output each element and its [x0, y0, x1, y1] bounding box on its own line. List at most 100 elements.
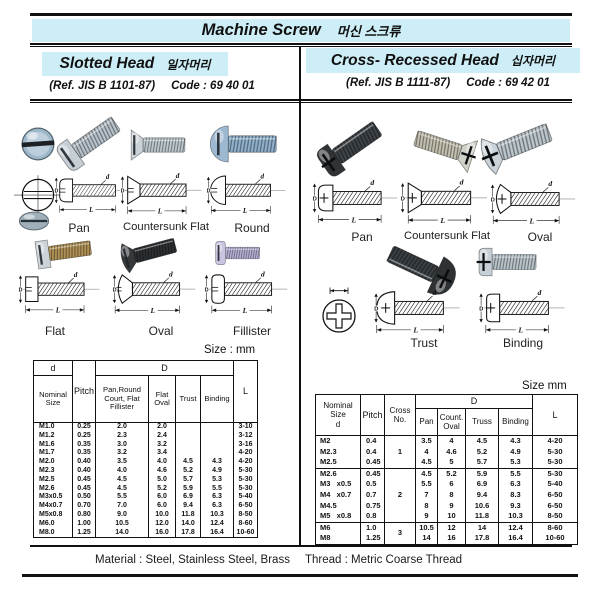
- table-cell: 6: [437, 479, 466, 490]
- table-cell: 2.4: [148, 431, 176, 441]
- table-cell: 6.9: [175, 493, 201, 503]
- table-cell: 10: [437, 511, 466, 523]
- table-cell: 9: [437, 500, 466, 512]
- col-header-trust: Trust: [175, 375, 201, 423]
- svg-text:D: D: [401, 196, 405, 202]
- table-cell: 10.3: [200, 510, 234, 520]
- title-text: Machine Screw: [201, 21, 321, 39]
- svg-text:d: d: [548, 179, 552, 188]
- table-cell: 6-50: [233, 502, 258, 511]
- table-cell: 1.25: [360, 533, 385, 545]
- svg-text:d: d: [106, 174, 110, 181]
- figure-left-round-label: Round: [234, 221, 270, 235]
- table-cell: 5.7: [175, 475, 201, 485]
- table-cell: 3.2: [95, 449, 149, 459]
- table-cell: 0.70: [72, 502, 96, 511]
- table-cell: 5.9: [465, 467, 499, 480]
- table-cell: 5.5: [415, 479, 438, 490]
- table-cell: 11.8: [465, 511, 499, 523]
- figure-right-binding-label: Binding: [502, 336, 544, 350]
- table-cell: 4.0: [148, 458, 176, 467]
- svg-text:d: d: [261, 270, 265, 279]
- right-size-note: Size mm: [522, 380, 567, 392]
- table-cell: 12.4: [200, 519, 234, 529]
- figure-right-cross-front-view-drawing: [314, 284, 364, 338]
- figure-right-pan-label: Pan: [351, 230, 373, 244]
- col-header-L: L: [233, 360, 258, 423]
- table-cell: 0.4: [360, 434, 385, 447]
- cross-recessed-table: Nominal Size d Pitch Cross No. D L Pan C…: [315, 394, 578, 545]
- svg-text:D: D: [313, 196, 317, 202]
- table-cell: 3-10: [233, 422, 258, 432]
- svg-text:D: D: [491, 197, 495, 203]
- table-cell: 10-60: [233, 528, 258, 538]
- col-header-cross-no: Cross No.: [384, 394, 416, 436]
- table-cell: 6.0: [148, 493, 176, 503]
- table-cell: M6: [315, 521, 361, 534]
- figure-left-flat-label: Flat: [44, 324, 66, 338]
- table-cell: [175, 449, 201, 459]
- table-cell: 2.3: [95, 431, 149, 441]
- footer-material: Material : Steel, Stainless Steel, Brass: [95, 554, 290, 566]
- svg-text:L: L: [157, 208, 163, 216]
- table-cell: 4.3: [498, 434, 533, 447]
- table-cell: 7: [415, 489, 438, 501]
- right-heading-text: Cross- Recessed Head: [330, 51, 499, 69]
- col-header-pan: Pan: [415, 408, 438, 436]
- table-cell: M4.5: [315, 500, 361, 512]
- table-cell: [175, 422, 201, 432]
- table-cell: 3.2: [148, 440, 176, 450]
- svg-text:d: d: [460, 178, 464, 187]
- table-cell: 6.9: [465, 479, 499, 490]
- table-cell: 4.5: [95, 475, 149, 485]
- svg-text:d: d: [169, 270, 173, 279]
- table-cell: 6-50: [532, 500, 578, 512]
- table-cell: 5.2: [437, 467, 466, 480]
- table-cell: M2.6: [33, 484, 73, 494]
- table-cell: 5.3: [200, 475, 234, 485]
- table-cell: 4.9: [200, 466, 234, 476]
- col-header-flat-oval: Flat Oval: [148, 375, 176, 423]
- table-cell: 9.4: [465, 489, 499, 501]
- table-cell: 4.3: [200, 458, 234, 467]
- table-cell: 0.7: [360, 489, 385, 501]
- figure-left-fillister-photo: [206, 236, 276, 270]
- table-cell: M5 x0.8: [315, 511, 361, 523]
- table-cell: 17.8: [175, 528, 201, 538]
- table-cell: 4.5: [95, 484, 149, 494]
- right-section-heading: Cross- Recessed Head 십자머리: [306, 48, 580, 73]
- svg-text:D: D: [205, 287, 209, 293]
- table-cell: 4.6: [148, 466, 176, 476]
- table-cell: 2.0: [95, 422, 149, 432]
- table-cell: 0.5: [360, 479, 385, 490]
- svg-text:d: d: [260, 172, 264, 180]
- table-cell: M2.5: [315, 457, 361, 469]
- svg-text:D: D: [113, 287, 117, 293]
- table-cell: M2.5: [33, 475, 73, 485]
- svg-text:D: D: [19, 287, 23, 293]
- table-cell: 5.3: [498, 457, 533, 469]
- left-size-note: Size : mm: [204, 344, 256, 356]
- table-cell: [175, 440, 201, 450]
- table-cell: 16.4: [200, 528, 234, 538]
- table-cell: 5.5: [200, 484, 234, 494]
- table-cell: 1.25: [72, 528, 96, 538]
- right-ref-line: (Ref. JIS B 1111-87) Code : 69 42 01: [320, 75, 576, 91]
- figure-left-oval-label: Oval: [148, 324, 174, 338]
- table-cell: M2: [315, 434, 361, 447]
- table-cell: 2.0: [148, 422, 176, 432]
- table-cell: 5-30: [233, 466, 258, 476]
- col-header-count-oval: Count. Oval: [437, 408, 466, 436]
- table-cell: 5-40: [532, 479, 578, 490]
- table-cell: 0.40: [72, 466, 96, 476]
- table-cell: M2.0: [33, 458, 73, 467]
- table-cell: M6.0: [33, 519, 73, 529]
- table-cell: 6.3: [200, 493, 234, 503]
